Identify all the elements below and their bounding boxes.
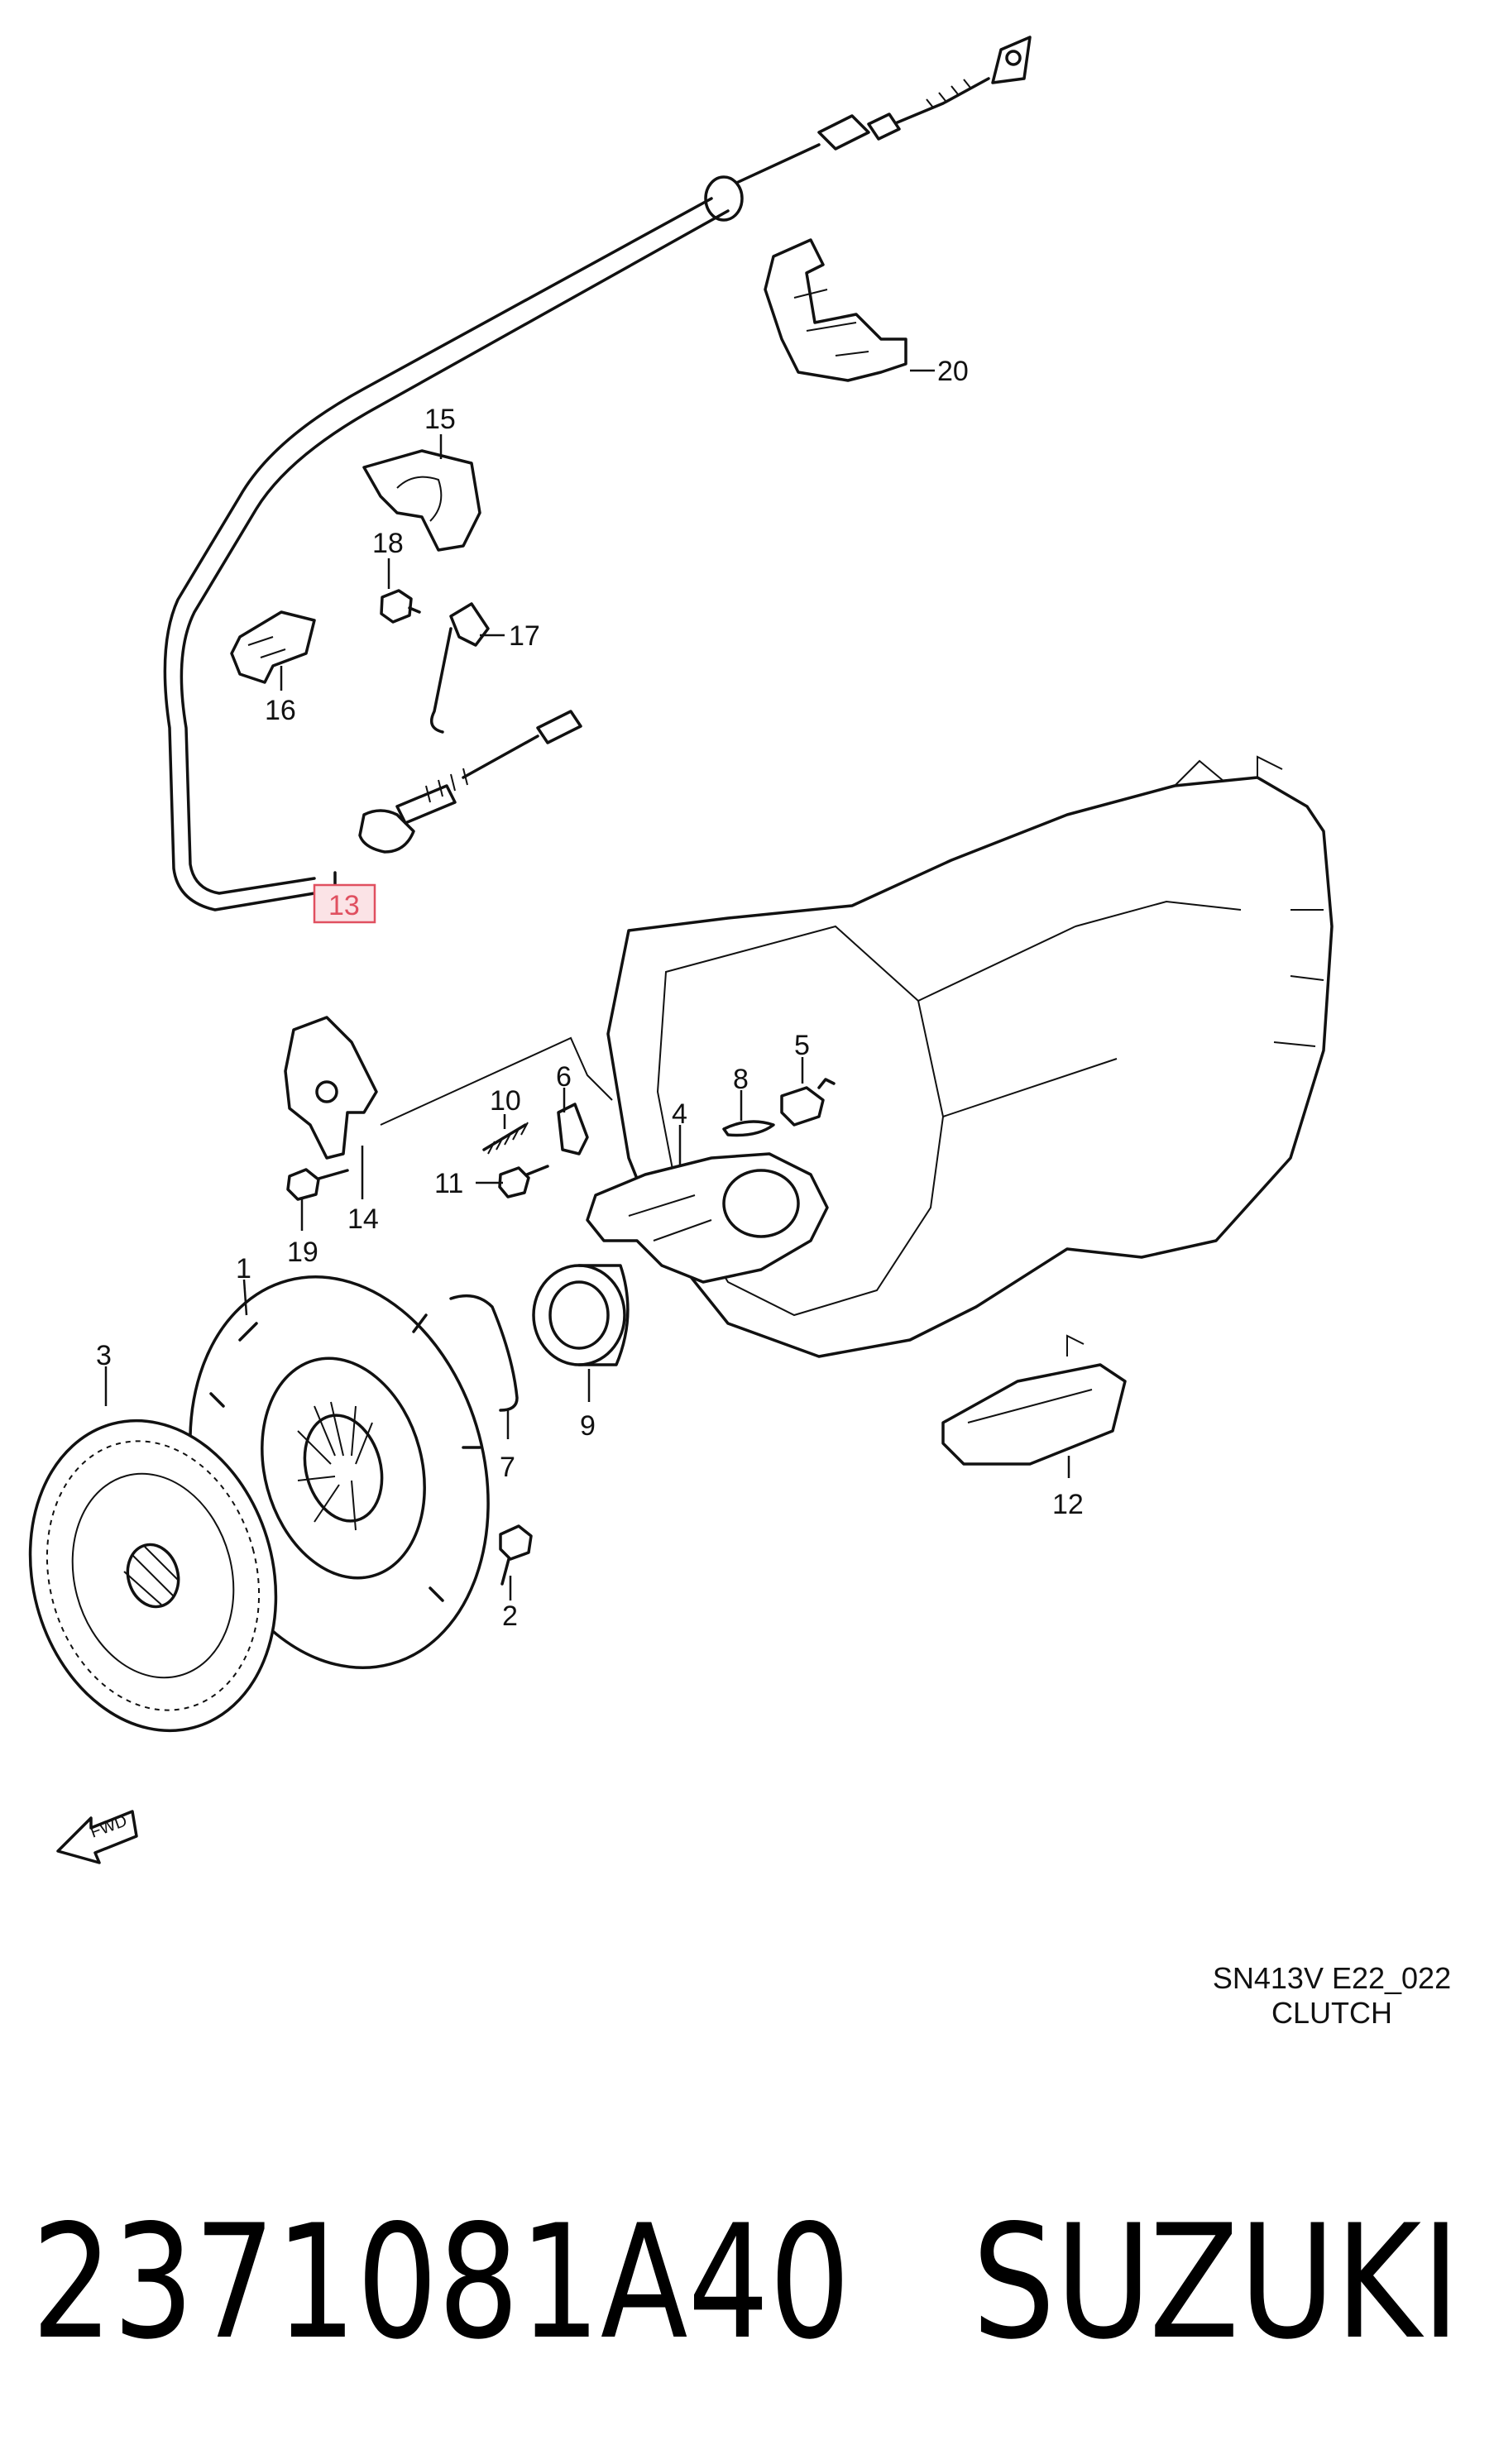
- caption-code: SN413V E22_022: [1213, 1961, 1451, 1995]
- callout-20: 20: [937, 356, 969, 387]
- spring-7: [449, 1294, 519, 1412]
- sensor-5: [780, 1078, 836, 1127]
- callout-15: 15: [424, 404, 456, 435]
- callout-8: 8: [733, 1064, 749, 1095]
- callout-1: 1: [236, 1253, 251, 1285]
- callout-6: 6: [556, 1061, 572, 1093]
- bolt-19: [286, 1168, 349, 1201]
- highlight-box-13: [313, 883, 376, 924]
- bolt-2: [499, 1524, 533, 1586]
- callout-17: 17: [509, 620, 540, 652]
- caption-title: CLUTCH: [1271, 1996, 1392, 2030]
- callout-10: 10: [490, 1085, 521, 1117]
- brand-name: SUZUKI: [972, 2191, 1460, 2374]
- callout-12: 12: [1052, 1489, 1084, 1520]
- bolt-11: [498, 1165, 549, 1199]
- spring-clip-17: [429, 602, 490, 734]
- callout-11: 11: [434, 1168, 463, 1199]
- clamp-15: [362, 449, 481, 552]
- release-fork-4: [586, 1152, 829, 1284]
- leader-lines: [104, 369, 1070, 1600]
- callout-14: 14: [347, 1203, 379, 1235]
- bracket-14: [284, 1016, 613, 1160]
- part-number: 2371081A40: [31, 2191, 850, 2374]
- bracket-20: [764, 238, 907, 382]
- clutch-disc-3: [28, 1419, 278, 1733]
- callout-19: 19: [287, 1237, 318, 1268]
- clip-6: [557, 1103, 589, 1155]
- callout-7: 7: [500, 1452, 515, 1483]
- callout-9: 9: [580, 1410, 596, 1442]
- callout-16: 16: [265, 695, 296, 726]
- callout-5: 5: [794, 1030, 810, 1061]
- callout-labels: 1 2 3 4 5 6 7 8 9 10 11 12 13 14 15 16 1…: [96, 356, 1084, 1632]
- callout-18: 18: [372, 528, 404, 559]
- clutch-cable: [163, 36, 1032, 911]
- release-bearing-9: [532, 1264, 630, 1366]
- callout-2: 2: [502, 1600, 518, 1632]
- bolt-18: [380, 589, 421, 624]
- callout-3: 3: [96, 1340, 112, 1371]
- fwd-arrow-icon: FWD: [56, 1810, 138, 1864]
- cable-holder-16: [230, 610, 316, 684]
- cover-12: [941, 1334, 1127, 1466]
- callout-4: 4: [672, 1098, 687, 1130]
- seal-8: [722, 1120, 775, 1137]
- spring-10: [482, 1122, 529, 1155]
- callout-13: 13: [328, 890, 360, 921]
